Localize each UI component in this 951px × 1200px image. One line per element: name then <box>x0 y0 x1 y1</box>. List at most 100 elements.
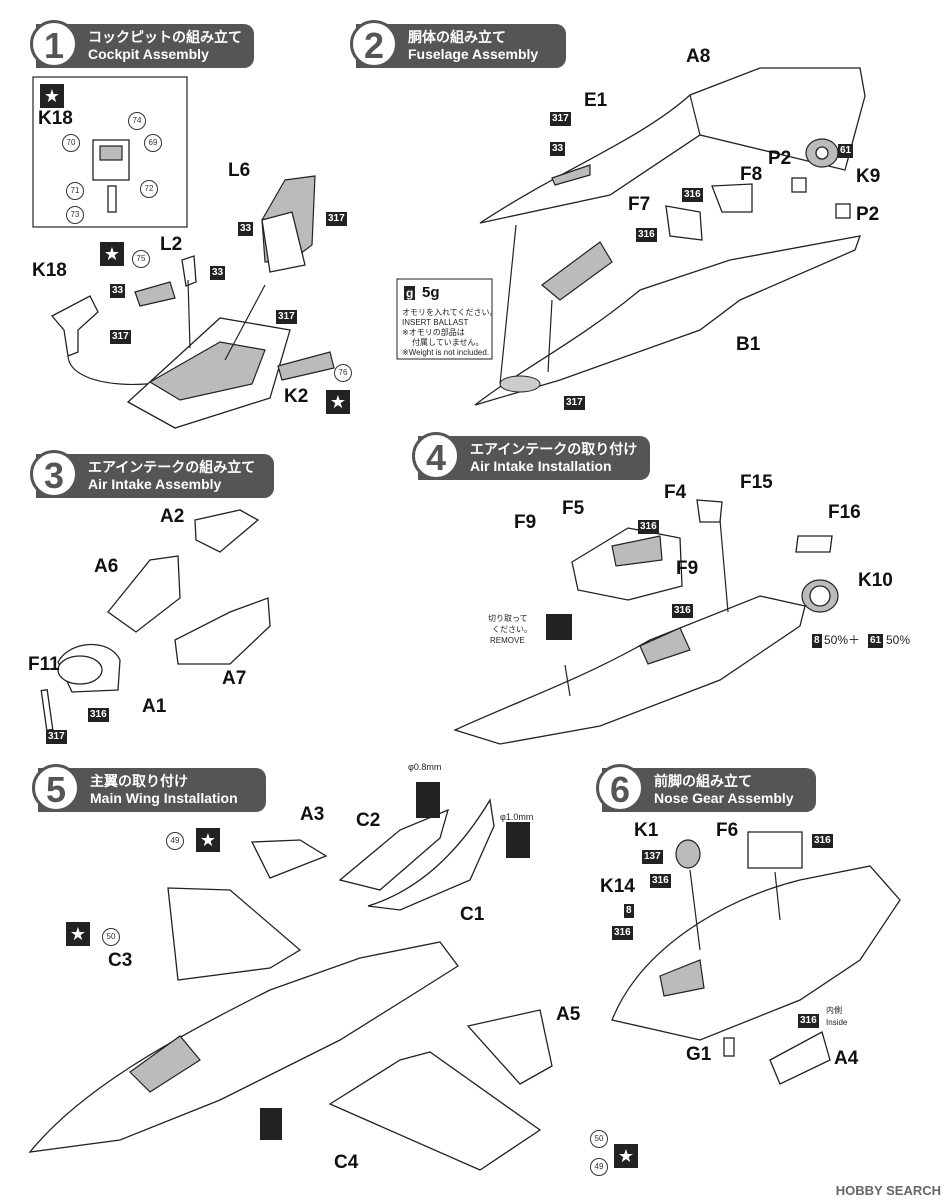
drill-size: φ0.8mm <box>408 762 442 772</box>
part-label: F5 <box>562 498 585 519</box>
step-5-header: 5 主翼の取り付け Main Wing Installation <box>32 764 266 812</box>
decal-star-icon: ★ <box>66 922 90 946</box>
decal-number: 49 <box>166 832 184 850</box>
step-1-header: 1 コックピットの組み立て Cockpit Assembly <box>30 20 254 68</box>
step-5-title-en: Main Wing Installation <box>90 790 238 806</box>
ballast-weight-icon: g <box>404 286 416 300</box>
ballast-note: オモリを入れてください。 <box>402 308 498 317</box>
decal-number: 50 <box>102 928 120 946</box>
part-label: C2 <box>356 810 381 831</box>
part-label: F9 <box>676 558 699 579</box>
paint-code: 316 <box>88 708 109 722</box>
decal-number: 50 <box>590 1130 608 1148</box>
paint-code: 316 <box>612 926 633 940</box>
decal-star-icon: ★ <box>100 242 124 266</box>
decal-number: 73 <box>66 206 84 224</box>
step-6-header: 6 前脚の組み立て Nose Gear Assembly <box>596 764 816 812</box>
paint-code: 317 <box>276 310 297 324</box>
part-label: F9 <box>514 512 537 533</box>
paint-code: 316 <box>672 604 693 618</box>
step-6-title-en: Nose Gear Assembly <box>654 790 794 806</box>
part-label: C3 <box>108 950 133 971</box>
part-label: C4 <box>334 1152 359 1173</box>
decal-star-icon: ★ <box>326 390 350 414</box>
decal-number: 76 <box>334 364 352 382</box>
part-label: K10 <box>858 570 893 591</box>
paint-code: 316 <box>650 874 671 888</box>
paint-code: 316 <box>812 834 833 848</box>
step-6-title-jp: 前脚の組み立て <box>654 773 752 789</box>
part-label: F4 <box>664 482 687 503</box>
paint-code: 317 <box>110 330 131 344</box>
step-5-number: 5 <box>32 764 80 812</box>
part-label: K2 <box>284 386 309 407</box>
step-1-title-jp: コックピットの組み立て <box>88 29 242 45</box>
ballast-note: ※オモリの部品は <box>402 328 465 337</box>
step-2-number: 2 <box>350 20 398 68</box>
ballast-weight: 5g <box>422 284 440 301</box>
paint-code: 33 <box>238 222 254 236</box>
decal-number: 75 <box>132 250 150 268</box>
decal-number: 71 <box>66 182 84 200</box>
paint-code: 137 <box>642 850 663 864</box>
step-3-title-jp: エアインテークの組み立て <box>88 459 256 475</box>
part-label: K9 <box>856 166 881 187</box>
part-label: F7 <box>628 194 651 215</box>
step-3-header: 3 エアインテークの組み立て Air Intake Assembly <box>30 450 274 498</box>
part-label: K18 <box>38 108 73 129</box>
step-1-number: 1 <box>30 20 78 68</box>
part-label: P2 <box>768 148 792 169</box>
paint-code: 317 <box>564 396 585 410</box>
part-label: A6 <box>94 556 119 577</box>
part-label: A7 <box>222 668 247 689</box>
paint-code: 8 <box>812 634 822 648</box>
part-label: K18 <box>32 260 67 281</box>
step-1-title-en: Cockpit Assembly <box>88 46 209 62</box>
paint-code: 33 <box>550 142 566 156</box>
part-label: G1 <box>686 1044 712 1065</box>
ballast-note: INSERT BALLAST <box>402 318 469 327</box>
part-label: K1 <box>634 820 659 841</box>
part-label: F16 <box>828 502 861 523</box>
step-3-number: 3 <box>30 450 78 498</box>
paint-code: 33 <box>110 284 126 298</box>
paint-code: 317 <box>46 730 67 744</box>
decal-star-icon: ★ <box>196 828 220 852</box>
step-4-title-en: Air Intake Installation <box>470 458 612 474</box>
watermark: HOBBY SEARCH <box>835 1183 941 1198</box>
remove-note: 切り取って <box>488 614 528 623</box>
part-label: L2 <box>160 234 183 255</box>
part-label: A5 <box>556 1004 581 1025</box>
part-label: A4 <box>834 1048 859 1069</box>
part-label: A8 <box>686 46 711 67</box>
paint-code: 316 <box>798 1014 819 1028</box>
paint-code: 33 <box>210 266 226 280</box>
part-label: A1 <box>142 696 167 717</box>
part-label: F15 <box>740 472 773 493</box>
paint-mix-ratio: 50% <box>886 633 911 647</box>
decal-number: 74 <box>128 112 146 130</box>
step-4-header: 4 エアインテークの取り付け Air Intake Installation <box>412 432 650 480</box>
part-label: F6 <box>716 820 739 841</box>
ballast-note: ※Weight is not included. <box>402 348 490 357</box>
part-label: A2 <box>160 506 185 527</box>
part-label: C1 <box>460 904 485 925</box>
step-5-title-jp: 主翼の取り付け <box>90 773 188 789</box>
part-label: B1 <box>736 334 761 355</box>
step-4-title-jp: エアインテークの取り付け <box>470 441 638 457</box>
paint-code: 61 <box>868 634 884 648</box>
part-label: E1 <box>584 90 608 111</box>
part-label: L6 <box>228 160 251 181</box>
paint-code: 8 <box>624 904 634 918</box>
remove-note: ください。 <box>492 625 532 634</box>
remove-note: REMOVE <box>490 636 525 645</box>
decal-star-icon: ★ <box>40 84 64 108</box>
decal-number: 49 <box>590 1158 608 1176</box>
paint-code: 316 <box>636 228 657 242</box>
step-3-title-en: Air Intake Assembly <box>88 476 222 492</box>
part-label: F8 <box>740 164 763 185</box>
inside-note-en: Inside <box>826 1018 848 1027</box>
step-2-title-jp: 胴体の組み立て <box>408 29 506 45</box>
paint-code: 61 <box>838 144 854 158</box>
decal-number: 72 <box>140 180 158 198</box>
